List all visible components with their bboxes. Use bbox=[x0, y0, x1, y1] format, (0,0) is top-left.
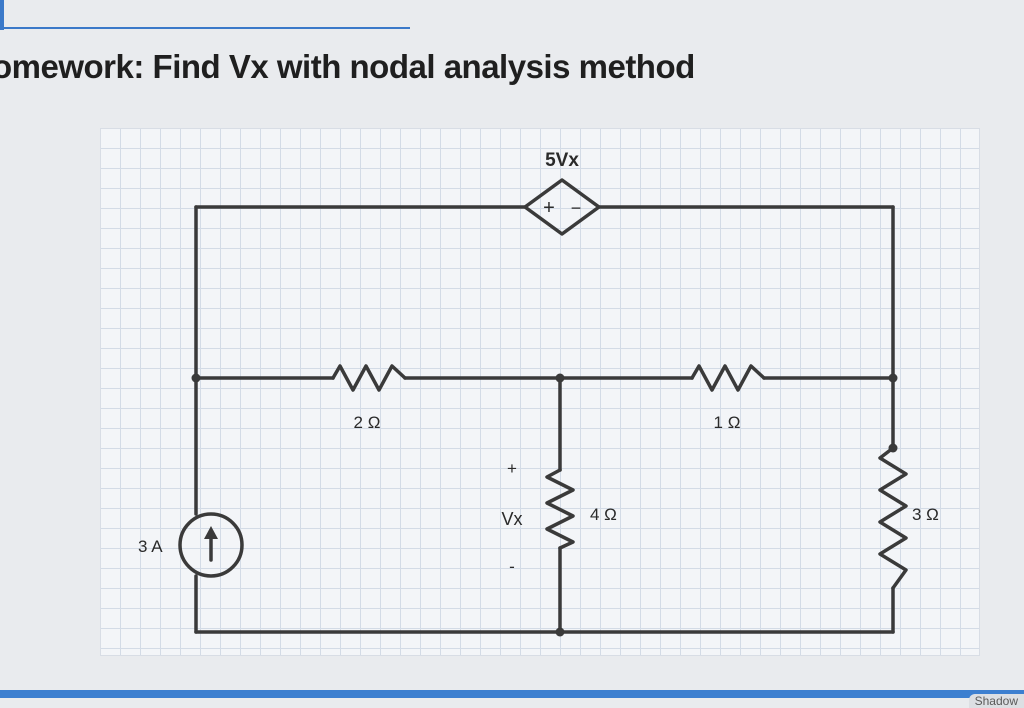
dep-source-label: 5Vx bbox=[545, 150, 579, 171]
resistor-4-ohm bbox=[545, 468, 575, 550]
header-accent-bar bbox=[0, 0, 4, 30]
current-arrow-head-icon bbox=[204, 526, 218, 539]
current-source-label: 3 A bbox=[138, 537, 163, 556]
dep-source-minus: − bbox=[571, 198, 582, 218]
shadow-tab[interactable]: Shadow bbox=[968, 694, 1024, 708]
r-mid-label: 4 Ω bbox=[590, 505, 617, 524]
r-left-label: 2 Ω bbox=[354, 413, 381, 432]
resistor-1-ohm bbox=[690, 364, 766, 392]
dependent-voltage-source bbox=[523, 178, 601, 236]
vx-plus: + bbox=[507, 459, 517, 478]
figure-frame bbox=[100, 128, 980, 656]
node-center-bottom bbox=[555, 627, 565, 637]
header-underline bbox=[0, 27, 410, 29]
page-title: omework: Find Vx with nodal analysis met… bbox=[0, 48, 695, 85]
r-far-label: 3 Ω bbox=[912, 505, 939, 524]
node-center-mid bbox=[555, 373, 565, 383]
node-right-mid bbox=[888, 373, 898, 383]
node-right-lower bbox=[888, 443, 898, 453]
vx-label: Vx bbox=[501, 509, 522, 529]
vx-minus: - bbox=[509, 557, 515, 576]
resistor-3-ohm bbox=[878, 446, 908, 590]
resistor-2-ohm bbox=[331, 364, 407, 392]
bottom-accent-bar bbox=[0, 690, 1024, 698]
grid-background bbox=[100, 128, 980, 656]
r-right-label: 1 Ω bbox=[714, 413, 741, 432]
dep-source-plus: + bbox=[543, 197, 555, 219]
node-left-mid bbox=[191, 373, 201, 383]
current-source bbox=[178, 512, 244, 578]
